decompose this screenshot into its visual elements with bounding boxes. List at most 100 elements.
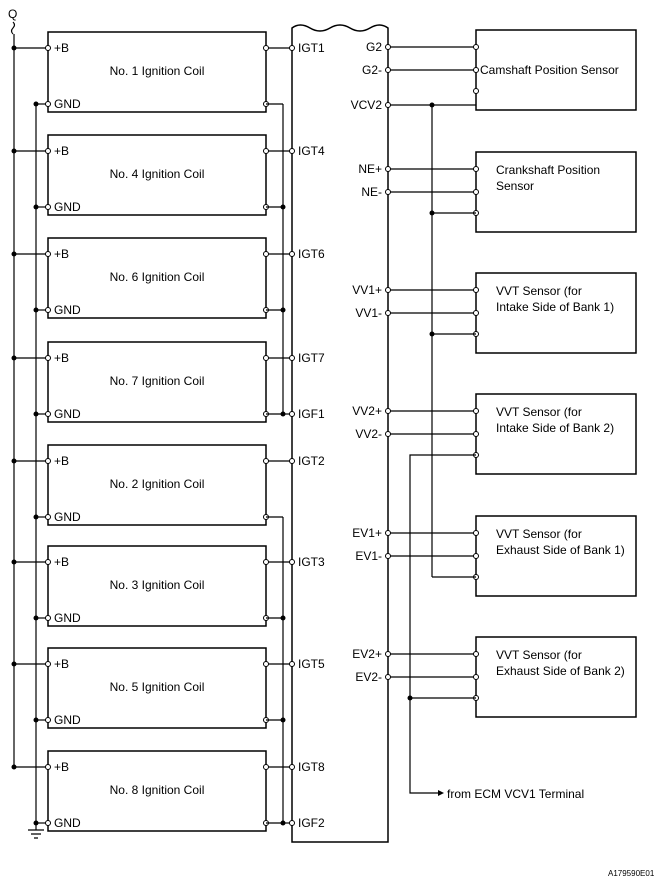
igt-label: IGT7 bbox=[298, 351, 325, 365]
junction-dot bbox=[33, 820, 39, 826]
gnd-label: GND bbox=[54, 816, 81, 830]
igt-label: IGT3 bbox=[298, 555, 325, 569]
sensor-pin bbox=[473, 431, 479, 437]
b-label: +B bbox=[54, 41, 69, 55]
ecm-vcv2-terminal bbox=[385, 102, 391, 108]
ecm-sensor-terminal bbox=[385, 431, 391, 437]
arrow-right-icon bbox=[438, 790, 444, 796]
gnd-terminal bbox=[45, 307, 51, 313]
gnd-label: GND bbox=[54, 303, 81, 317]
junction-dot bbox=[407, 695, 413, 701]
junction-dot bbox=[11, 355, 17, 361]
b-terminal bbox=[45, 764, 51, 770]
igt-ecm-terminal bbox=[289, 148, 295, 154]
junction-dot bbox=[11, 458, 17, 464]
coil-box bbox=[47, 341, 267, 423]
b-terminal bbox=[45, 559, 51, 565]
igf-label: IGF1 bbox=[298, 407, 325, 421]
igt-ecm-terminal bbox=[289, 355, 295, 361]
ecm-terminal-label: VCV2 bbox=[351, 98, 383, 112]
sensor-pin bbox=[473, 310, 479, 316]
sensor-pin bbox=[473, 287, 479, 293]
gnd-label: GND bbox=[54, 200, 81, 214]
igt-coil-terminal bbox=[263, 148, 269, 154]
coil-name: No. 3 Ignition Coil bbox=[110, 578, 205, 592]
junction-dot bbox=[33, 615, 39, 621]
coil-box bbox=[47, 647, 267, 729]
gnd-label: GND bbox=[54, 97, 81, 111]
sensor-name-line: VVT Sensor (for bbox=[496, 405, 582, 419]
ecm-terminal-label: VV1- bbox=[355, 306, 382, 320]
coil-box bbox=[47, 134, 267, 216]
b-label: +B bbox=[54, 351, 69, 365]
ecm-terminal-label: VV2+ bbox=[352, 404, 382, 418]
coil-box bbox=[47, 237, 267, 319]
vcv1-bus bbox=[409, 454, 476, 794]
sensor-name-line: Camshaft Position Sensor bbox=[480, 63, 619, 77]
igt-coil-terminal bbox=[263, 355, 269, 361]
ecm-block bbox=[291, 24, 389, 843]
igt-coil-terminal bbox=[263, 661, 269, 667]
junction-dot bbox=[33, 204, 39, 210]
sensor-box bbox=[475, 636, 637, 718]
sensor-pin bbox=[473, 530, 479, 536]
sensor-name-line: Exhaust Side of Bank 1) bbox=[496, 543, 625, 557]
igt-ecm-terminal bbox=[289, 559, 295, 565]
ecm-terminal-label: VV1+ bbox=[352, 283, 382, 297]
sensor-pin bbox=[473, 88, 479, 94]
ecm-terminal-label: NE- bbox=[361, 185, 382, 199]
b-terminal bbox=[45, 148, 51, 154]
igf-ecm-terminal bbox=[289, 820, 295, 826]
coil-name: No. 2 Ignition Coil bbox=[110, 477, 205, 491]
igt-label: IGT1 bbox=[298, 41, 325, 55]
ecm-sensor-terminal bbox=[385, 189, 391, 195]
ecm-terminal-label: G2 bbox=[366, 40, 382, 54]
junction-dot bbox=[11, 559, 17, 565]
junction-dot bbox=[11, 764, 17, 770]
sensor-box bbox=[475, 151, 637, 233]
b-terminal bbox=[45, 661, 51, 667]
junction-dot bbox=[33, 307, 39, 313]
igt-ecm-terminal bbox=[289, 764, 295, 770]
ecm-terminal-label: G2- bbox=[362, 63, 382, 77]
b-terminal bbox=[45, 45, 51, 51]
igt-coil-terminal bbox=[263, 559, 269, 565]
coil-box bbox=[47, 31, 267, 113]
ecm-sensor-terminal bbox=[385, 530, 391, 536]
junction-dot bbox=[33, 411, 39, 417]
gnd-terminal bbox=[45, 717, 51, 723]
coil-name: No. 5 Ignition Coil bbox=[110, 680, 205, 694]
igf-ecm-terminal bbox=[289, 411, 295, 417]
junction-dot bbox=[11, 661, 17, 667]
gnd-label: GND bbox=[54, 510, 81, 524]
sensor-pin bbox=[473, 44, 479, 50]
coil-box bbox=[47, 545, 267, 627]
sensor-return-wiring bbox=[407, 102, 476, 796]
ecm-sensor-terminal bbox=[385, 651, 391, 657]
sensor-name-line: Sensor bbox=[496, 179, 534, 193]
igt-label: IGT8 bbox=[298, 760, 325, 774]
igf-label: IGF2 bbox=[298, 816, 325, 830]
coil-name: No. 7 Ignition Coil bbox=[110, 374, 205, 388]
coil-box bbox=[47, 444, 267, 526]
coil-name: No. 4 Ignition Coil bbox=[110, 167, 205, 181]
ecm-terminal-label: NE+ bbox=[358, 162, 382, 176]
junction-dot bbox=[33, 717, 39, 723]
sensor-pin bbox=[473, 553, 479, 559]
igt-label: IGT4 bbox=[298, 144, 325, 158]
junction-dot bbox=[429, 331, 435, 337]
sensors: Camshaft Position SensorG2G2-VCV2Cranksh… bbox=[351, 29, 637, 718]
igt-label: IGT2 bbox=[298, 454, 325, 468]
coil-name: No. 6 Ignition Coil bbox=[110, 270, 205, 284]
